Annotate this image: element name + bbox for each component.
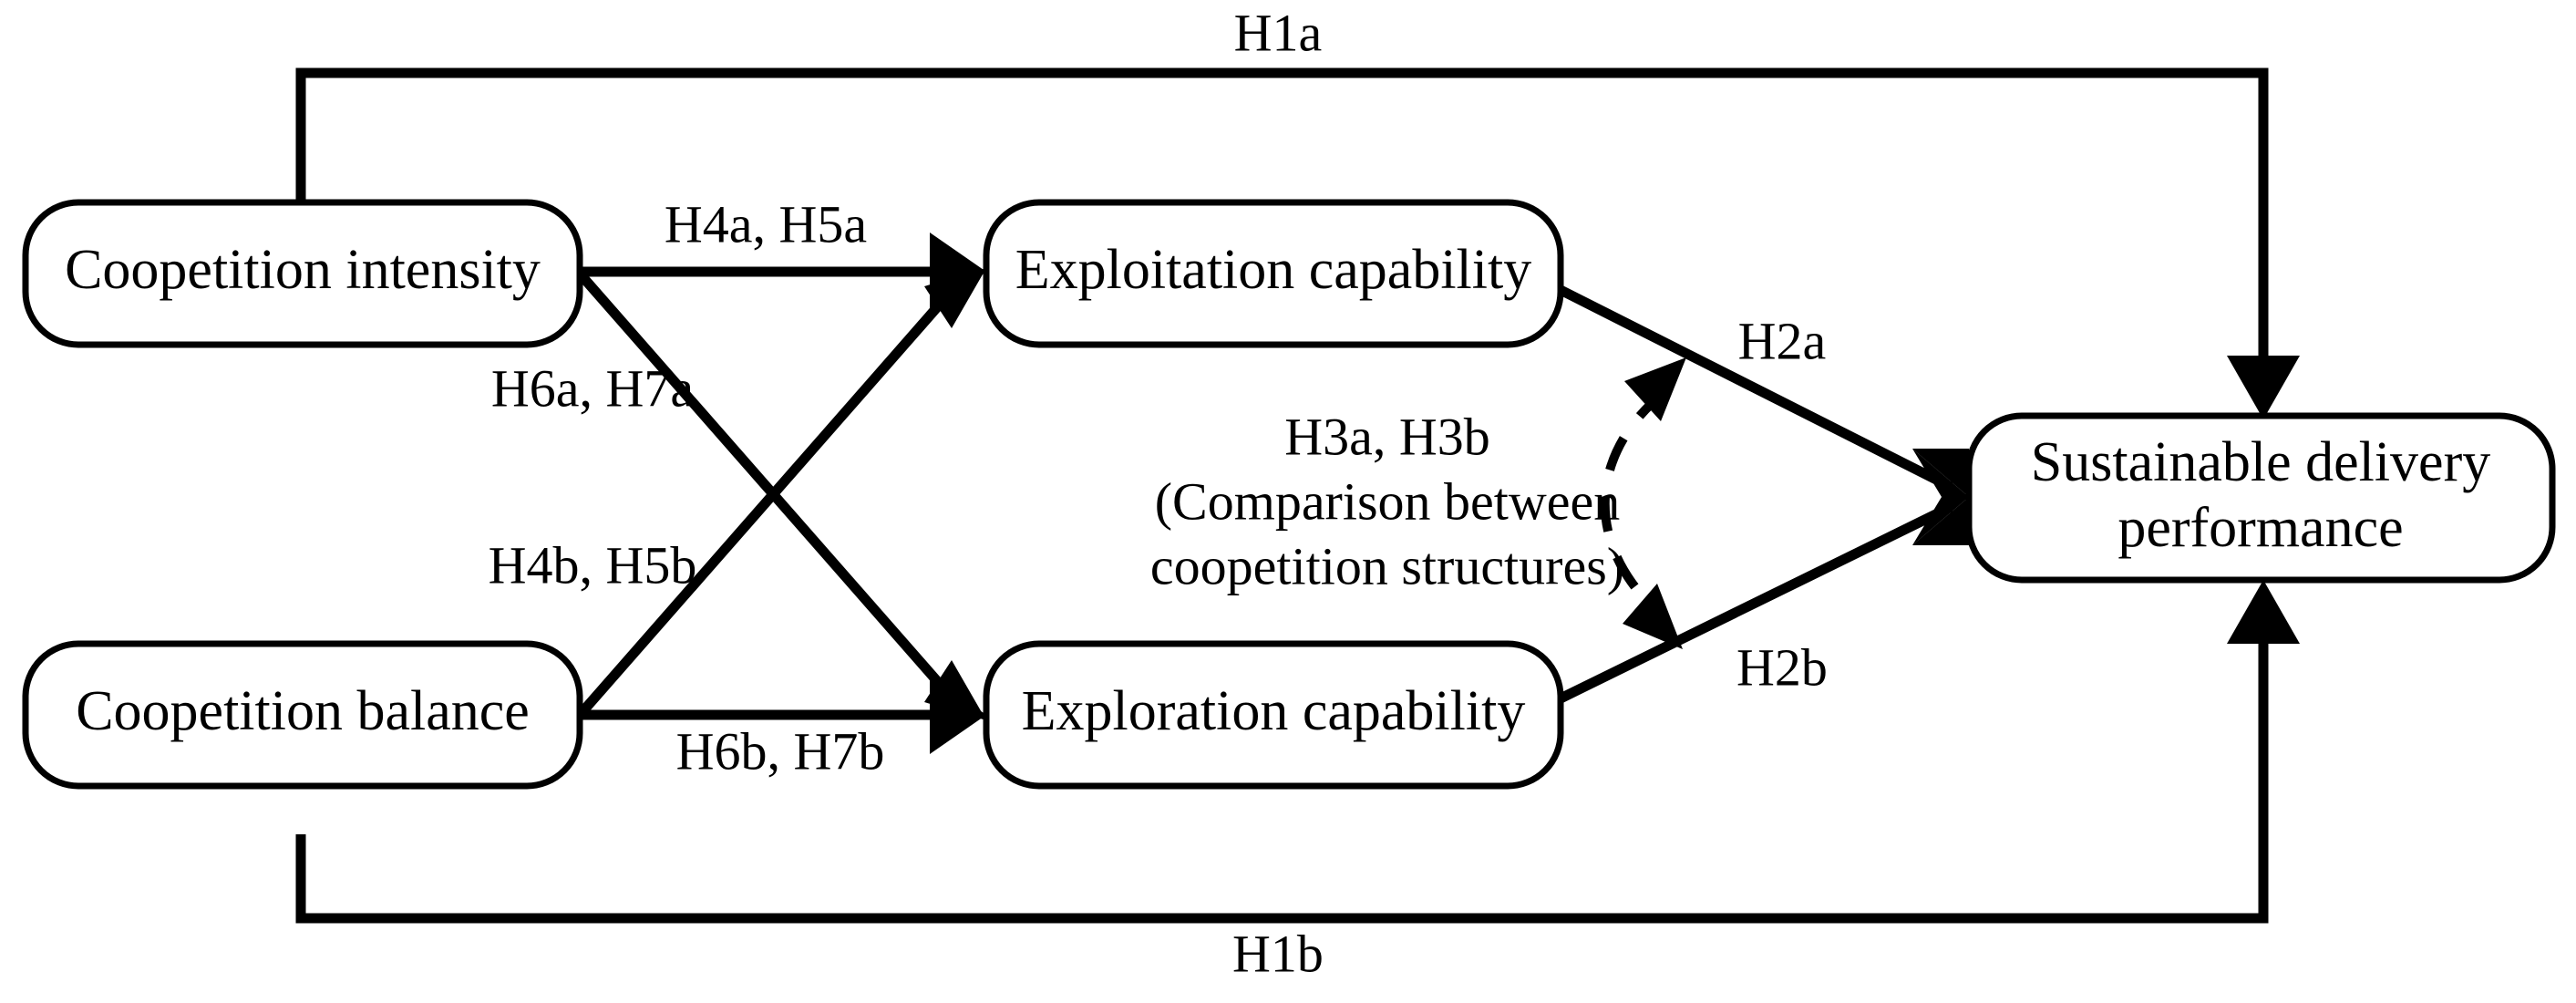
edge-h1a [295,67,2300,419]
edge-label-h6b-h7b: H6b, H7b [676,721,885,781]
edge-h2b [1558,502,1953,703]
edge-h3-arc-arrowhead-top [1624,357,1686,421]
node-exploration-capability-box[interactable] [983,640,1564,790]
edge-h2b-path [1558,502,1953,703]
node-exploitation-capability-label: Exploitation capability [1015,239,1531,301]
node-coopetition-balance-label: Coopetition balance [76,680,530,742]
edge-label-h3-line2: (Comparison between [1155,471,1621,531]
edge-h6a-h7a [575,270,986,720]
node-coopetition-intensity[interactable]: Coopetition intensity [22,199,583,348]
edge-h2a-path [1558,285,1953,491]
edge-h3-dashed-arc [1600,357,1686,649]
edge-label-h3-line3: coopetition structures) [1150,536,1624,595]
node-exploitation-capability[interactable]: Exploitation capability [983,199,1564,348]
node-coopetition-balance[interactable]: Coopetition balance [22,640,583,790]
node-sustainable-performance-label-line2: performance [2117,497,2403,559]
edge-h1a-arrowhead [2227,356,2300,419]
node-coopetition-intensity-label: Coopetition intensity [65,239,541,301]
edge-label-h2a: H2a [1738,311,1827,370]
edge-h1b-arrowhead [2227,580,2300,644]
edge-h1b-path [295,638,2269,924]
edge-h4b-h5b-path [575,281,962,719]
edge-label-h1a: H1a [1234,3,1323,62]
edge-h4b-h5b-arrowhead [924,268,986,328]
edge-h3-arc-path [1600,388,1668,616]
edge-label-h4a-h5a: H4a, H5a [665,194,867,253]
edge-h4b-h5b [575,268,986,719]
node-sustainable-performance-box[interactable] [1965,412,2556,584]
node-exploration-capability[interactable]: Exploration capability [983,640,1564,790]
edge-label-h2b: H2b [1736,637,1828,697]
edge-h1a-path [295,67,2269,363]
node-exploitation-capability-box[interactable] [983,199,1564,348]
node-sustainable-performance-label-line1: Sustainable delivery [2031,431,2490,493]
edge-label-h3-line1: H3a, H3b [1284,407,1490,466]
node-exploration-capability-label: Exploration capability [1022,680,1526,742]
edge-label-h6a-h7a: H6a, H7a [491,358,694,418]
edge-h2-convergence-arrowhead [1912,449,1969,545]
edge-h6a-h7a-path [575,270,962,708]
edge-h2-convergence-diamond [1912,449,1969,545]
edge-h2a [1558,285,1953,491]
edge-h3-arc-arrowhead-bottom [1623,584,1683,649]
edge-h6a-h7a-arrowhead [924,660,986,720]
node-coopetition-balance-box[interactable] [22,640,583,790]
node-coopetition-intensity-box[interactable] [22,199,583,348]
edge-label-h4b-h5b: H4b, H5b [489,535,697,595]
node-sustainable-performance[interactable]: Sustainable delivery performance [1965,412,2556,584]
edge-h1b [295,580,2300,924]
edge-label-h1b: H1b [1232,924,1324,983]
